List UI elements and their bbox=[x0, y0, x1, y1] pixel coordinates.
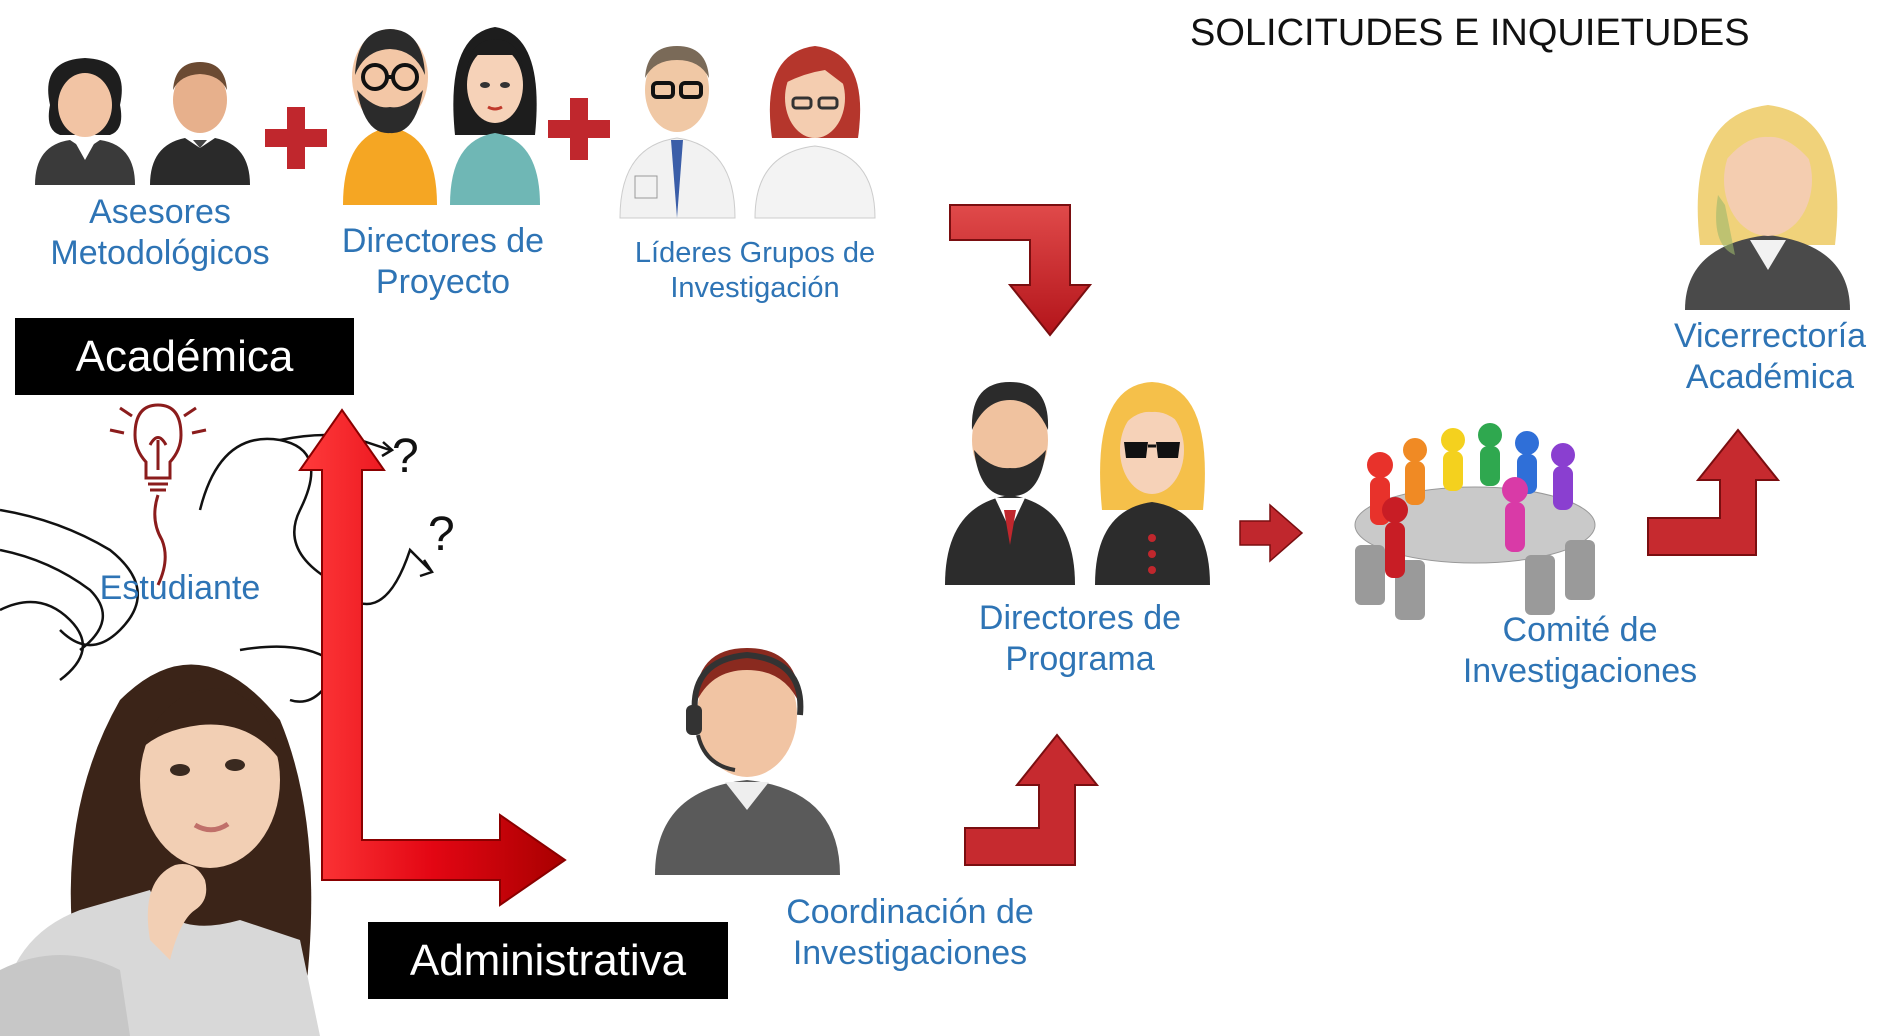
vicerrectoria-line2: Académica bbox=[1685, 357, 1855, 396]
administrativa-box: Administrativa bbox=[368, 922, 728, 999]
coordinacion-label: Coordinación de Investigaciones bbox=[745, 892, 1075, 974]
directores-proyecto-label: Directores de Proyecto bbox=[318, 221, 568, 303]
lideres-label-line1: Líderes Grupos de bbox=[634, 237, 876, 269]
asesor-man-icon bbox=[150, 62, 250, 185]
academica-box: Académica bbox=[15, 318, 354, 395]
lideres-label-line2: Investigación bbox=[670, 271, 840, 304]
elbow-arrow-down-icon bbox=[949, 204, 1093, 337]
director-programa-man-icon bbox=[945, 382, 1075, 585]
asesores-label: Asesores Metodológicos bbox=[20, 192, 300, 274]
asesores-label-line2: Metodológicos bbox=[50, 233, 270, 272]
directores-programa-line2: Programa bbox=[1005, 639, 1155, 678]
vicerrectoria-label: Vicerrectoría Académica bbox=[1640, 316, 1888, 398]
student-girl-icon bbox=[0, 664, 320, 1036]
plus-icon bbox=[548, 98, 610, 160]
directores-programa-label: Directores de Programa bbox=[950, 598, 1210, 680]
page-title: SOLICITUDES E INQUIETUDES bbox=[1190, 12, 1750, 54]
coordinacion-line1: Coordinación de bbox=[786, 893, 1034, 931]
coordinacion-headset-icon bbox=[655, 648, 840, 875]
red-l-arrow-icon bbox=[298, 408, 567, 907]
asesor-woman-icon bbox=[35, 58, 135, 185]
director-man-beard-icon bbox=[343, 29, 437, 205]
vicerrectoria-woman-icon bbox=[1685, 105, 1850, 310]
lider-man-glasses-icon bbox=[619, 46, 736, 219]
lideres-label: Líderes Grupos de Investigación bbox=[610, 236, 900, 306]
meeting-table-icon bbox=[1354, 423, 1596, 620]
coordinacion-line2: Investigaciones bbox=[792, 933, 1028, 972]
comite-line1: Comité de bbox=[1502, 611, 1658, 649]
directores-proyecto-line1: Directores de bbox=[341, 222, 545, 260]
elbow-arrow-up-icon bbox=[964, 733, 1100, 866]
director-programa-woman-icon bbox=[1095, 382, 1210, 585]
elbow-arrow-up-right-icon bbox=[1647, 428, 1781, 556]
comite-label: Comité de Investigaciones bbox=[1430, 610, 1730, 692]
plus-icon bbox=[265, 107, 327, 169]
directores-programa-line1: Directores de bbox=[978, 599, 1182, 637]
directores-proyecto-line2: Proyecto bbox=[375, 262, 511, 301]
estudiante-label: Estudiante bbox=[99, 569, 261, 607]
question-mark-2: ? bbox=[428, 508, 455, 561]
question-mark-1: ? bbox=[392, 430, 419, 483]
lightbulb-icon bbox=[109, 403, 207, 586]
student-doodle: ? ? bbox=[0, 403, 455, 703]
comite-line2: Investigaciones bbox=[1462, 651, 1698, 690]
right-arrow-icon bbox=[1239, 503, 1304, 563]
vicerrectoria-line1: Vicerrectoría bbox=[1673, 317, 1867, 355]
asesores-label-line1: Asesores bbox=[89, 193, 231, 231]
director-woman-icon bbox=[450, 27, 540, 205]
lider-woman-icon bbox=[754, 46, 876, 219]
